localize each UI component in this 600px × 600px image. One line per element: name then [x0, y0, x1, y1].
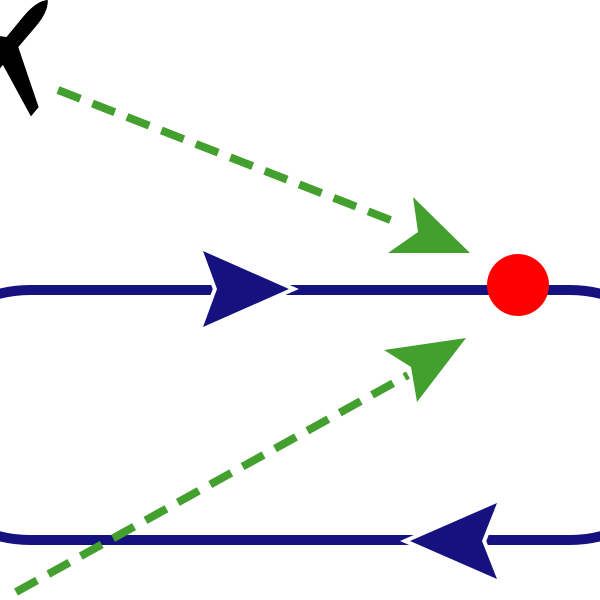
aircraft-icon	[0, 0, 48, 117]
inbound-leg-arrow	[400, 495, 505, 587]
holding-pattern-track	[0, 285, 600, 545]
outbound-leg-arrow	[195, 243, 299, 335]
holding-fix-marker	[487, 254, 549, 316]
entry-path-upper	[56, 86, 470, 253]
entry-path-lower	[14, 338, 466, 596]
